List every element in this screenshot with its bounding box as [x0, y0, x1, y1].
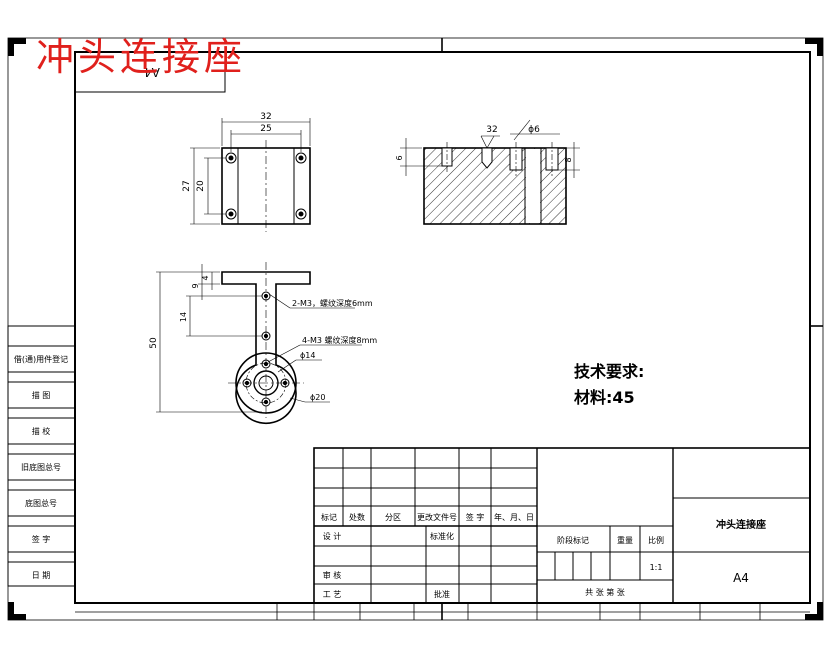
- side-row-5: 签 字: [32, 534, 51, 544]
- tb-scale: 比例: [648, 535, 664, 545]
- corner-marks: [8, 38, 823, 620]
- tech-req-material: 材料:45: [574, 388, 635, 407]
- bottom-ruler: [75, 603, 810, 620]
- tb-date: 年、月、日: [494, 512, 534, 522]
- drawing-title-red: 冲头连接座: [36, 35, 247, 79]
- tb-approve: 批准: [434, 589, 450, 599]
- tb-stage: 阶段标记: [557, 535, 589, 545]
- dim-top-32: 32: [260, 112, 271, 122]
- front-view: [156, 262, 362, 424]
- tb-sheet-size: A4: [733, 571, 749, 585]
- code-box-text: A4: [144, 65, 160, 79]
- top-view: [190, 118, 311, 232]
- tb-scale-value: 1:1: [650, 563, 663, 572]
- dim-front-phi14: ϕ14: [300, 351, 315, 360]
- side-row-3: 旧底图总号: [21, 462, 61, 472]
- dim-top-25: 25: [260, 124, 271, 134]
- side-row-0: 借(通)用件登记: [14, 354, 68, 364]
- side-table: [7, 325, 76, 587]
- tb-sheets: 共 张 第 张: [585, 587, 625, 597]
- tb-sign: 签 字: [466, 512, 485, 522]
- dim-top-27: 27: [182, 180, 192, 191]
- note-4-m3: 4-M3 螺纹深度8mm: [302, 335, 377, 345]
- note-2-m3: 2-M3，螺纹深度6mm: [292, 298, 373, 308]
- title-block: [313, 447, 811, 604]
- side-row-1: 描 图: [32, 390, 51, 400]
- tb-doc: 更改文件号: [417, 512, 457, 522]
- dim-sec-phi6: ϕ6: [528, 125, 540, 135]
- centering-marks: [441, 38, 823, 620]
- tb-mark: 标记: [321, 512, 337, 522]
- dim-front-4: 4: [201, 275, 210, 280]
- tb-count: 处数: [349, 512, 365, 522]
- section-view: [400, 119, 580, 225]
- code-box: A4: [74, 51, 226, 93]
- dim-sec-8: 8: [564, 157, 573, 162]
- dim-sec-32: 32: [486, 125, 497, 135]
- tb-weight: 重量: [617, 535, 633, 545]
- dim-front-50: 50: [149, 337, 159, 349]
- tb-part-name: 冲头连接座: [716, 518, 766, 531]
- tb-zone: 分区: [385, 513, 401, 522]
- dim-top-20: 20: [196, 180, 206, 192]
- dim-front-phi20: ϕ20: [310, 393, 325, 402]
- outer-frame: [7, 37, 824, 621]
- tb-process: 工 艺: [323, 590, 342, 599]
- tb-standardize: 标准化: [430, 531, 454, 541]
- dim-front-9: 9: [191, 283, 200, 288]
- tb-review: 审 核: [323, 570, 342, 580]
- side-row-2: 描 校: [32, 426, 51, 436]
- side-row-6: 日 期: [32, 571, 51, 580]
- side-row-4: 底图总号: [25, 498, 57, 508]
- tech-req-heading: 技术要求:: [574, 362, 645, 381]
- m3-holes: [242, 291, 290, 407]
- tb-design: 设 计: [323, 531, 342, 541]
- dim-front-14: 14: [179, 312, 188, 322]
- bolt-holes: [225, 152, 307, 220]
- dim-sec-6: 6: [395, 155, 404, 160]
